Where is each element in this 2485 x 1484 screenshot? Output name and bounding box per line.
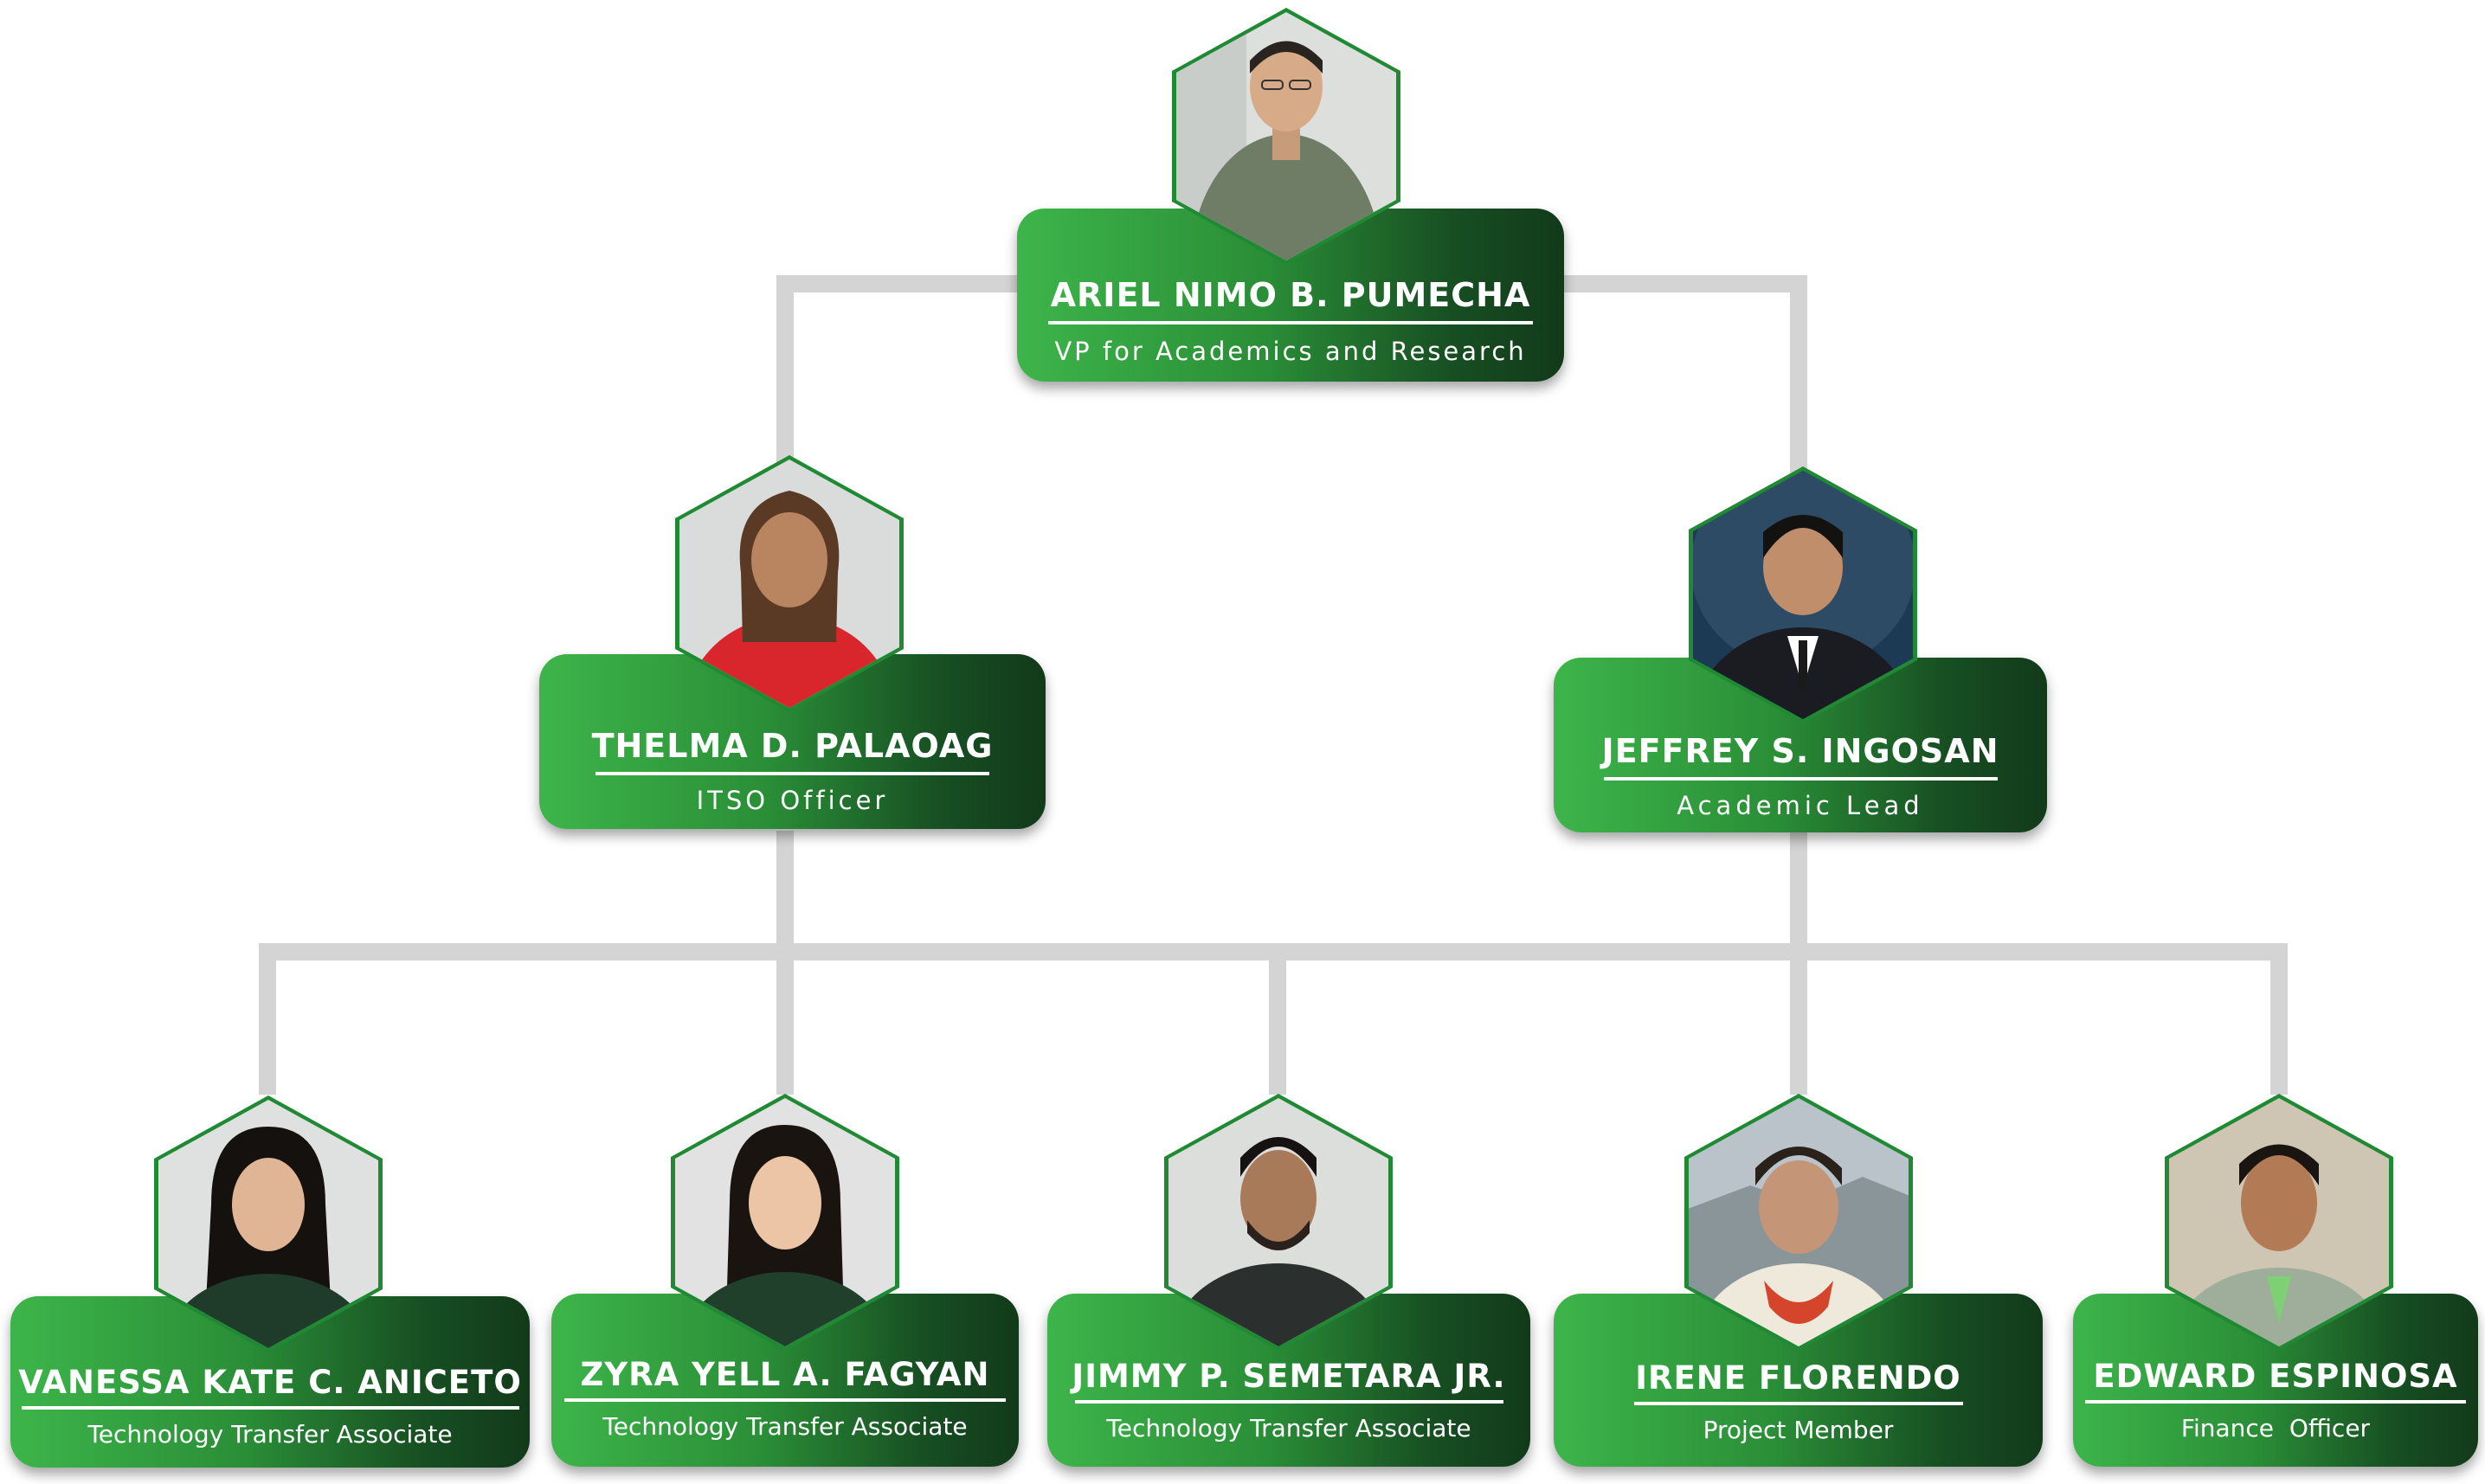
- manager-name: JEFFREY S. INGOSAN: [1601, 732, 1999, 770]
- manager-divider: [595, 772, 989, 775]
- manager-card: JEFFREY S. INGOSAN Academic Lead: [1554, 658, 2047, 832]
- member-divider: [21, 1406, 519, 1410]
- member-divider: [564, 1398, 1006, 1402]
- member-photo: [2161, 1090, 2397, 1354]
- member-name: EDWARD ESPINOSA: [2093, 1358, 2458, 1395]
- manager-title: Academic Lead: [1677, 791, 1924, 820]
- member-name: ZYRA YELL A. FAGYAN: [580, 1356, 990, 1393]
- member-title: Project Member: [1703, 1416, 1894, 1444]
- member-divider: [1074, 1400, 1503, 1404]
- connector-root-left: [776, 275, 1021, 472]
- member-title: Finance Officer: [2180, 1414, 2371, 1442]
- manager-title: ITSO Officer: [696, 786, 889, 815]
- member-title: Technology Transfer Associate: [87, 1420, 453, 1449]
- root-photo: [1168, 4, 1404, 268]
- member-photo: [151, 1092, 386, 1356]
- manager-name: THELMA D. PALAOAG: [591, 727, 994, 765]
- root-card: ARIEL NIMO B. PUMECHA VP for Academics a…: [1017, 209, 1564, 382]
- member-name: VANESSA KATE C. ANICETO: [18, 1364, 522, 1401]
- root-divider: [1048, 321, 1533, 324]
- root-title: VP for Academics and Research: [1054, 337, 1527, 366]
- member-title: Technology Transfer Associate: [602, 1412, 968, 1441]
- member-photo: [1161, 1090, 1396, 1354]
- member-divider: [2085, 1400, 2466, 1404]
- manager-divider: [1603, 777, 1998, 781]
- member-divider: [1633, 1402, 1963, 1405]
- member-photo: [1681, 1090, 1916, 1354]
- connector-root-right: [1558, 275, 1807, 480]
- manager-photo: [672, 452, 907, 716]
- member-photo: [667, 1090, 903, 1354]
- member-name: JIMMY P. SEMETARA JR.: [1072, 1358, 1506, 1395]
- manager-photo: [1685, 463, 1921, 727]
- root-name: ARIEL NIMO B. PUMECHA: [1050, 276, 1531, 314]
- member-name: IRENE FLORENDO: [1635, 1359, 1961, 1397]
- member-title: Technology Transfer Associate: [1106, 1414, 1471, 1442]
